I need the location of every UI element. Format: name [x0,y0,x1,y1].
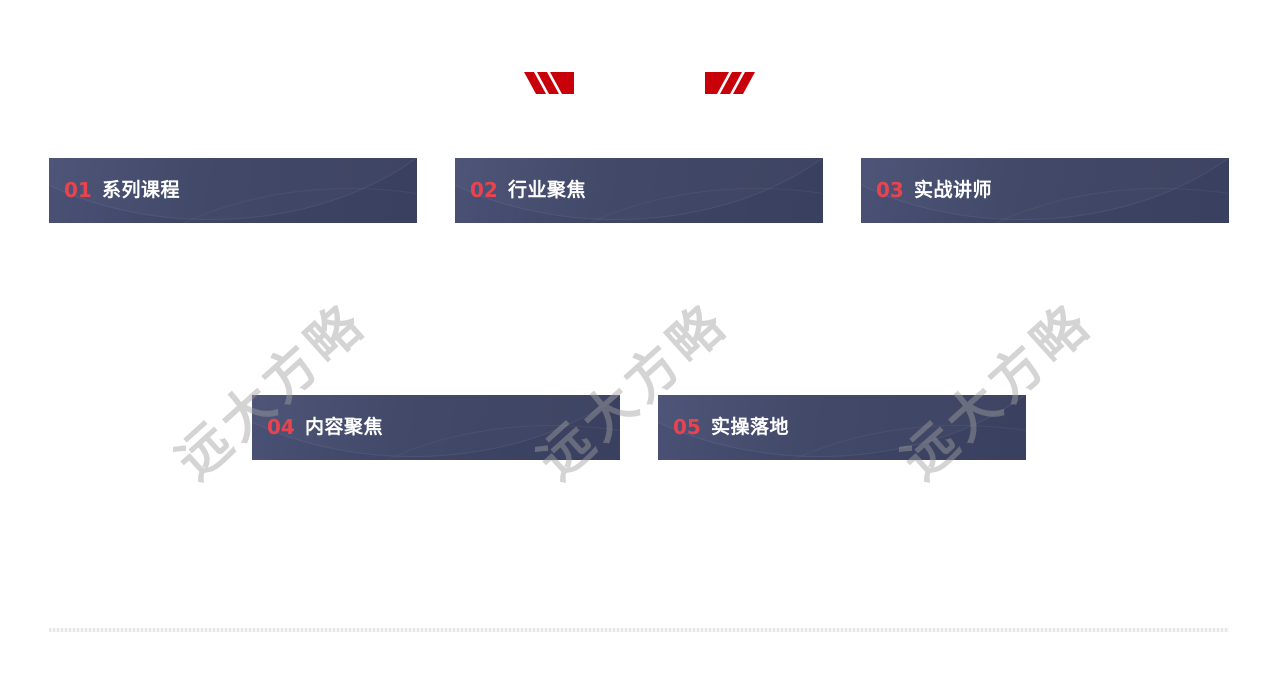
card-title: 实战讲师 [914,179,993,201]
card-number: 01 [64,178,92,202]
card-number: 05 [673,415,701,439]
card-number: 03 [876,178,904,202]
card-number: 04 [267,415,295,439]
card-title: 系列课程 [102,179,181,201]
card-title: 内容聚焦 [305,416,384,438]
feature-card-content-focus[interactable]: 04 内容聚焦 [252,395,620,460]
feature-card-practical-lecturers[interactable]: 03 实战讲师 [861,158,1229,223]
card-title: 行业聚焦 [508,179,587,201]
card-title: 实操落地 [711,416,790,438]
watermark-text: 远大方略 [165,291,378,492]
card-number: 02 [470,178,498,202]
watermark-text: 远大方略 [891,291,1104,492]
footer-divider [49,628,1229,632]
watermark-text: 远大方略 [527,291,740,492]
feature-card-industry-focus[interactable]: 02 行业聚焦 [455,158,823,223]
section-title-decoration [0,72,1280,94]
stripes-left-icon [524,72,574,94]
feature-card-series-courses[interactable]: 01 系列课程 [49,158,417,223]
feature-card-practical-implementation[interactable]: 05 实操落地 [658,395,1026,460]
stripes-right-icon [705,72,755,94]
